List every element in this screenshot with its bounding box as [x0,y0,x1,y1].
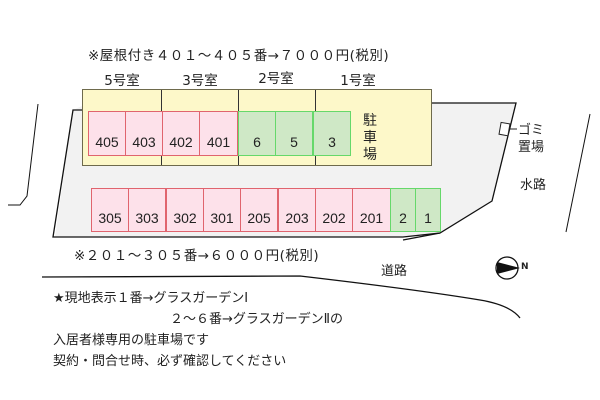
west-boundary-line [8,103,39,206]
garbage-area-label: ゴミ 置場 [518,122,544,156]
compass-north-label: N [521,262,529,272]
parking-slot-302[interactable]: 302 [166,188,204,232]
parking-slot-303[interactable]: 303 [128,188,166,232]
waterway-label: 水路 [520,178,547,193]
parking-slot-202[interactable]: 202 [315,188,353,232]
road-edge-line [41,275,521,319]
room-label-3: 3号室 [182,73,218,89]
waterway-line [565,113,591,233]
footer-notes: ★現地表示１番→グラスガーデンⅠ ２～６番→グラスガーデンⅡの 入居者様専用の駐… [53,288,343,372]
parking-label-text: 駐車場 [363,113,377,163]
parking-slot-2[interactable]: 2 [390,188,416,232]
parking-slot-1[interactable]: 1 [415,188,441,232]
parking-slot-5[interactable]: 5 [275,111,313,156]
lot-outline [52,109,441,238]
footer-line-4: 契約・問合せ時、必ず確認してください [53,354,287,369]
covered-price-note: ※屋根付き４０１～４０５番→７０００円(税別) [88,48,390,64]
open-price-note: ※２０１～３０５番→６０００円(税別) [74,248,320,264]
footer-line-1: ★現地表示１番→グラスガーデンⅠ [53,291,249,306]
parking-slot-401[interactable]: 401 [199,111,238,156]
road-label: 道路 [381,264,408,279]
compass-icon [495,256,520,280]
parking-slot-3[interactable]: 3 [313,111,351,156]
room-label-5: 5号室 [104,73,140,89]
parking-slot-405[interactable]: 405 [88,111,126,156]
parking-slot-403[interactable]: 403 [125,111,163,156]
garbage-label-line1: ゴミ [518,123,545,138]
parking-slot-205[interactable]: 205 [240,188,278,232]
parking-slot-402[interactable]: 402 [162,111,200,156]
footer-line-3: 入居者様専用の駐車場です [53,333,210,348]
parking-slot-201[interactable]: 201 [352,188,391,232]
parking-slot-6[interactable]: 6 [238,111,276,156]
parking-slot-305[interactable]: 305 [91,188,129,232]
garbage-label-line2: 置場 [518,140,545,155]
garbage-box [498,121,511,137]
parking-slot-301[interactable]: 301 [203,188,241,232]
lot-outline-east [402,102,517,241]
parking-label: 駐車場 [362,113,378,164]
room-label-1: 1号室 [340,73,376,89]
room-label-2: 2号室 [258,71,294,87]
parking-slot-203[interactable]: 203 [278,188,316,232]
footer-line-2: ２～６番→グラスガーデンⅡの [170,312,344,327]
